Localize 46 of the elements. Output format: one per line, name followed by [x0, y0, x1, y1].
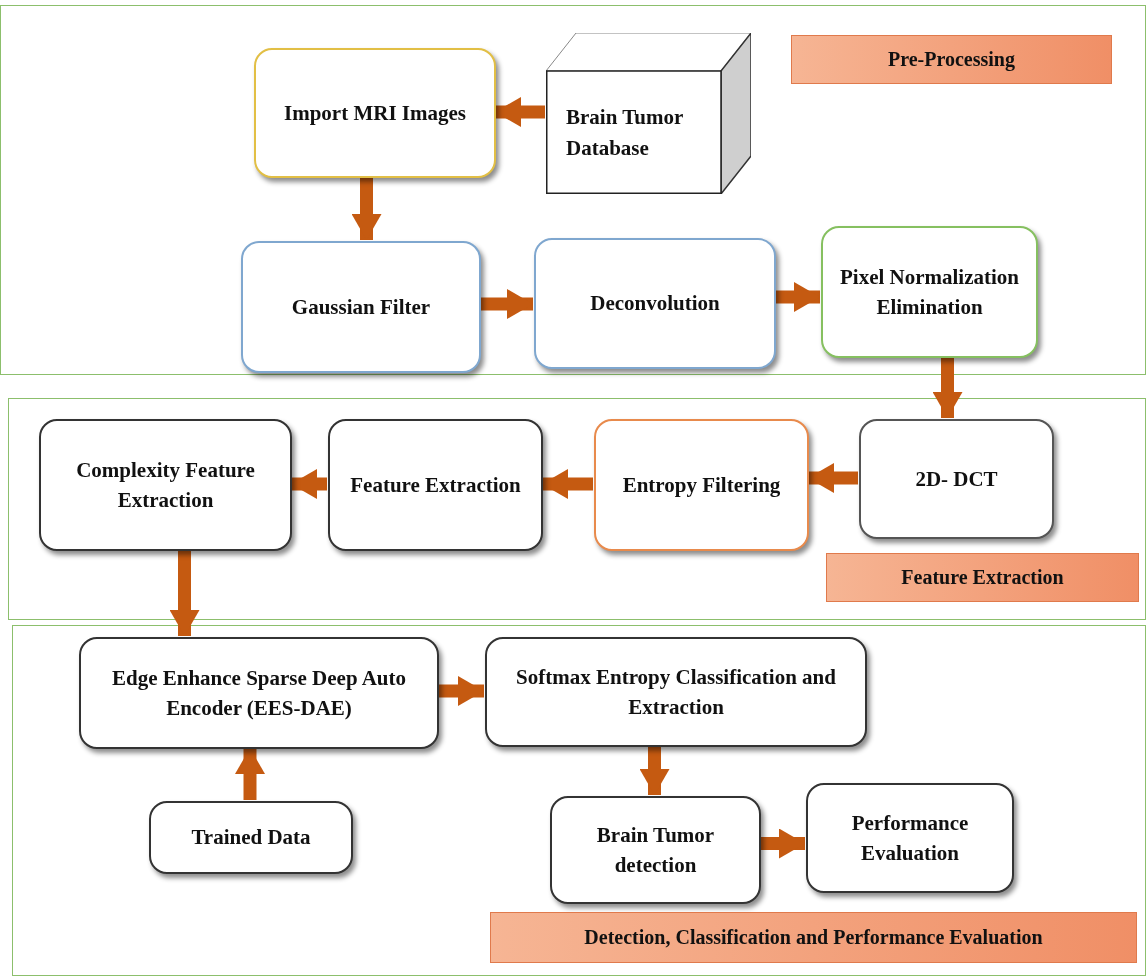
process-box [534, 238, 776, 369]
box-label: Performance Evaluation [850, 809, 970, 867]
process-box [859, 419, 1054, 539]
block-arrow [775, 282, 820, 312]
box-label: Brain Tumor detection [595, 821, 716, 879]
box-label: Feature Extraction [350, 471, 521, 499]
block-arrow [495, 97, 545, 127]
process-box [39, 419, 292, 551]
block-arrow [932, 357, 963, 418]
box-label: Softmax Entropy Classification and Extraction [515, 663, 837, 721]
box-label: Complexity Feature Extraction [75, 456, 256, 514]
block-arrow [235, 748, 265, 800]
box-label: Import MRI Images [284, 99, 466, 127]
section-label: Feature Extraction [826, 553, 1139, 602]
box-label: Pixel Normalization Elimination [838, 263, 1020, 321]
process-box [806, 783, 1014, 893]
block-arrow [438, 676, 484, 706]
block-arrow [351, 177, 382, 240]
block-arrow [808, 463, 858, 493]
box-label: Brain Tumor Database [566, 104, 684, 162]
section-panel [12, 625, 1146, 976]
box-label: Deconvolution [590, 290, 720, 318]
process-box [550, 796, 761, 904]
process-box [241, 241, 481, 373]
process-box [485, 637, 867, 747]
block-arrow [760, 828, 805, 859]
process-box [79, 637, 439, 749]
process-box [149, 801, 353, 874]
block-arrow [291, 469, 327, 499]
box-label: Gaussian Filter [291, 293, 431, 321]
section-panel [0, 5, 1146, 375]
box-label: Edge Enhance Sparse Deep Auto Encoder (EES-DAE) [111, 664, 407, 722]
section-label: Detection, Classification and Performance Evaluation [490, 912, 1137, 963]
process-box [328, 419, 543, 551]
block-arrow [542, 469, 593, 499]
section-panel [8, 398, 1146, 620]
process-box [821, 226, 1038, 358]
section-label: Pre-Processing [791, 35, 1112, 84]
block-arrow [639, 746, 670, 795]
process-box [594, 419, 809, 551]
block-arrow [169, 550, 200, 636]
block-arrow [480, 289, 533, 319]
box-label: Trained Data [191, 824, 311, 852]
box-label: Entropy Filtering [622, 471, 781, 499]
box-label: 2D- DCT [915, 465, 998, 493]
process-box [254, 48, 496, 178]
